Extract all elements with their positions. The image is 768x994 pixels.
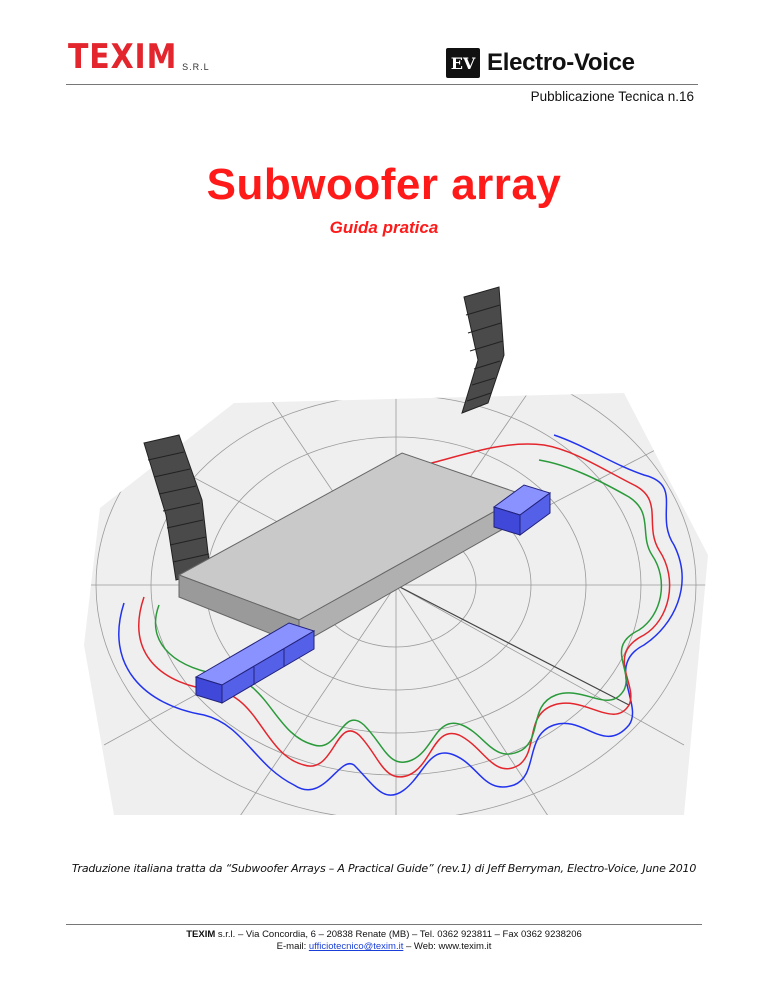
footer: TEXIM s.r.l. – Via Concordia, 6 – 20838 … <box>0 929 768 953</box>
translation-note: Traduzione italiana tratta da “Subwoofer… <box>71 862 697 875</box>
right-line-array <box>461 286 505 414</box>
ev-badge: EV <box>446 48 480 78</box>
footer-email-link[interactable]: ufficiotecnico@texim.it <box>308 941 404 952</box>
stage-platform <box>177 452 526 646</box>
green-response-curve <box>154 459 663 763</box>
left-subwoofer-stack <box>194 622 316 704</box>
texim-logo-mark: TEXIM <box>68 37 178 77</box>
document-title: Subwoofer array <box>206 160 562 209</box>
footer-contact-line: E-mail: ufficiotecnico@texim.it – Web: w… <box>0 941 768 953</box>
right-subwoofer-stack <box>492 484 552 536</box>
document-subtitle: Guida pratica <box>329 218 439 237</box>
footer-email-label: E-mail: <box>276 941 309 952</box>
blue-response-curve <box>118 434 683 796</box>
header-divider <box>66 84 698 85</box>
footer-address-line: TEXIM s.r.l. – Via Concordia, 6 – 20838 … <box>0 929 768 941</box>
footer-address: s.r.l. – Via Concordia, 6 – 20838 Renate… <box>215 929 582 940</box>
ev-logo-name: Electro-Voice <box>487 49 635 76</box>
publication-number: Pubblicazione Tecnica n.16 <box>530 89 694 104</box>
footer-divider <box>66 924 702 925</box>
texim-logo-suffix: S.R.L <box>182 62 210 72</box>
subwoofer-array-illustration <box>84 286 708 815</box>
footer-company: TEXIM <box>186 929 216 940</box>
electro-voice-logo: EV Electro-Voice <box>446 48 635 78</box>
polar-response-curves <box>118 434 683 796</box>
footer-web: – Web: www.texim.it <box>403 941 492 952</box>
texim-logo: TEXIM S.R.L <box>68 40 210 74</box>
